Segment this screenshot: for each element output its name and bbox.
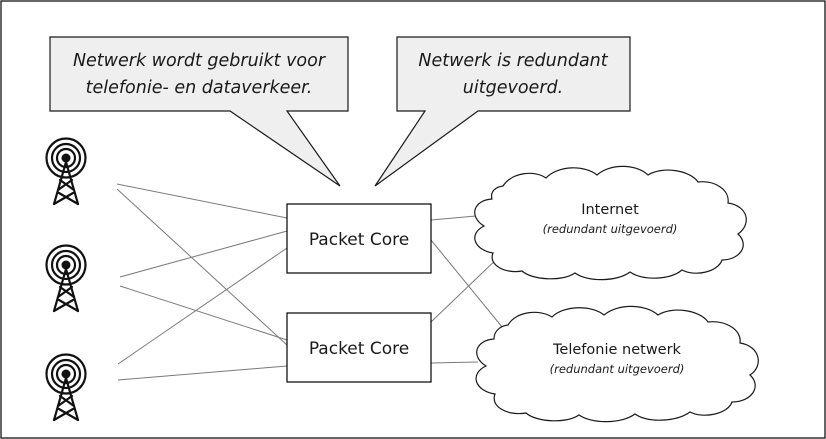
cloud-internet-subtitle: (redundant uitgevoerd) xyxy=(543,222,678,236)
cloud-telefonie-subtitle: (redundant uitgevoerd) xyxy=(550,362,685,376)
packet-core-2-label: Packet Core xyxy=(309,339,409,359)
callout-redundancy-shape xyxy=(374,36,631,187)
radio-tower-icon xyxy=(45,137,87,206)
callout-redundancy: Netwerk is redundant uitgevoerd. xyxy=(374,36,631,187)
cloud-internet-title: Internet xyxy=(581,202,639,218)
cloud-telefonie-title: Telefonie netwerk xyxy=(552,342,682,358)
packet-core-1-label: Packet Core xyxy=(309,230,409,250)
link-core2-internet xyxy=(430,252,504,323)
packet-core-1: Packet Core xyxy=(286,203,432,274)
link-antenna2-core2 xyxy=(119,285,288,341)
link-antenna2-core1 xyxy=(119,230,288,278)
link-core1-telefonie xyxy=(430,239,508,334)
cloud-telefonie: Telefonie netwerk (redundant uitgevoerd) xyxy=(475,305,759,423)
cloud-telefonie-shape xyxy=(475,305,759,423)
link-antenna1-core2 xyxy=(116,188,288,346)
callout-usage: Netwerk wordt gebruikt voor telefonie- e… xyxy=(49,36,349,187)
antennas xyxy=(45,137,87,422)
radio-tower-icon xyxy=(45,353,87,422)
callout-usage-line2: telefonie- en dataverkeer. xyxy=(86,78,313,98)
packet-core-2: Packet Core xyxy=(286,312,432,383)
cloud-internet-shape xyxy=(474,165,747,281)
link-antenna3-core1 xyxy=(117,247,288,365)
connections xyxy=(116,183,508,381)
callout-usage-shape xyxy=(49,36,349,187)
callout-redundancy-line2: uitgevoerd. xyxy=(463,78,563,98)
callout-redundancy-line1: Netwerk is redundant xyxy=(418,51,608,71)
link-antenna1-core1 xyxy=(116,183,288,219)
link-core2-telefonie xyxy=(430,361,479,364)
link-antenna3-core2 xyxy=(117,365,288,381)
link-core1-internet xyxy=(430,215,477,221)
cloud-internet: Internet (redundant uitgevoerd) xyxy=(474,165,747,281)
callout-usage-line1: Netwerk wordt gebruikt voor xyxy=(73,51,327,71)
radio-tower-icon xyxy=(45,244,87,313)
